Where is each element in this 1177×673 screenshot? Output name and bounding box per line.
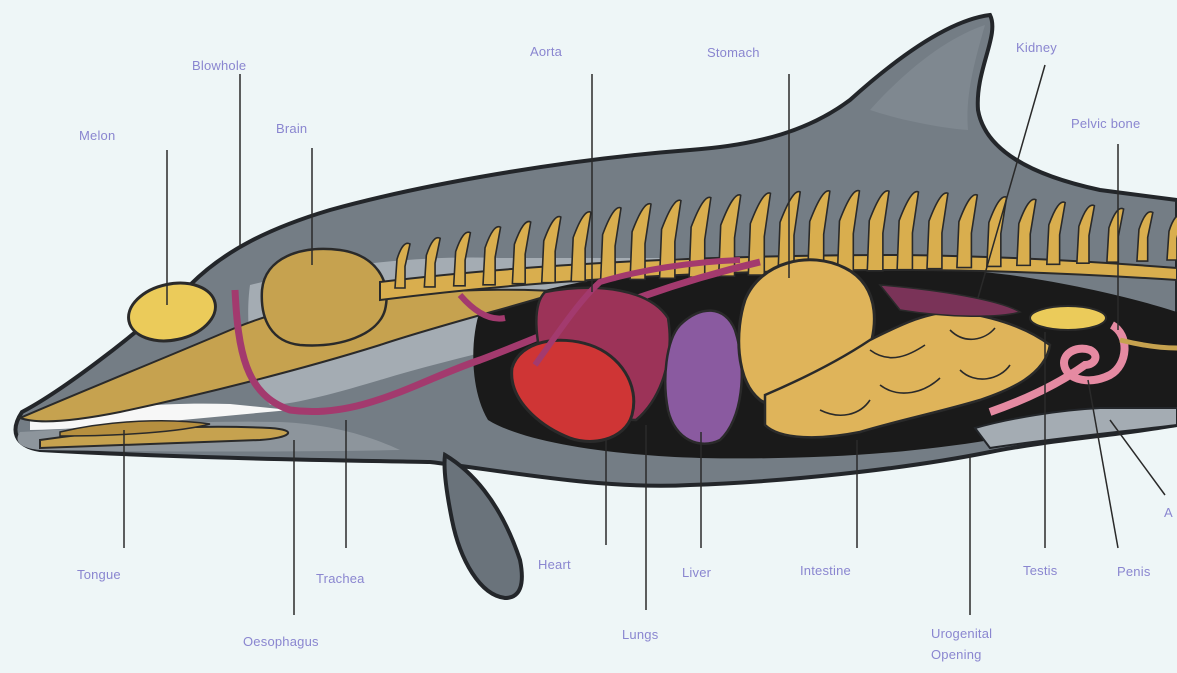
label-lungs: Lungs bbox=[622, 627, 658, 642]
label-brain: Brain bbox=[276, 121, 307, 136]
label-tongue: Tongue bbox=[77, 567, 121, 582]
liver-organ bbox=[665, 311, 741, 444]
label-stomach: Stomach bbox=[707, 45, 760, 60]
label-kidney: Kidney bbox=[1016, 40, 1057, 55]
label-blowhole: Blowhole bbox=[192, 58, 246, 73]
label-trachea: Trachea bbox=[316, 571, 365, 586]
label-liver: Liver bbox=[682, 565, 711, 580]
label-intestine: Intestine bbox=[800, 563, 851, 578]
pectoral-fin bbox=[444, 455, 521, 598]
label-melon: Melon bbox=[79, 128, 115, 143]
testis-organ bbox=[1030, 306, 1106, 330]
label-urogenital-line1: Urogenital bbox=[931, 626, 992, 641]
label-oesophagus: Oesophagus bbox=[243, 634, 319, 649]
label-pelvic-bone: Pelvic bone bbox=[1071, 116, 1140, 131]
label-anus-partial: A bbox=[1164, 505, 1173, 520]
brain-organ bbox=[262, 249, 387, 345]
label-urogenital-line2: Opening bbox=[931, 647, 982, 662]
label-testis: Testis bbox=[1023, 563, 1057, 578]
label-heart: Heart bbox=[538, 557, 571, 572]
label-aorta: Aorta bbox=[530, 44, 562, 59]
label-penis: Penis bbox=[1117, 564, 1151, 579]
